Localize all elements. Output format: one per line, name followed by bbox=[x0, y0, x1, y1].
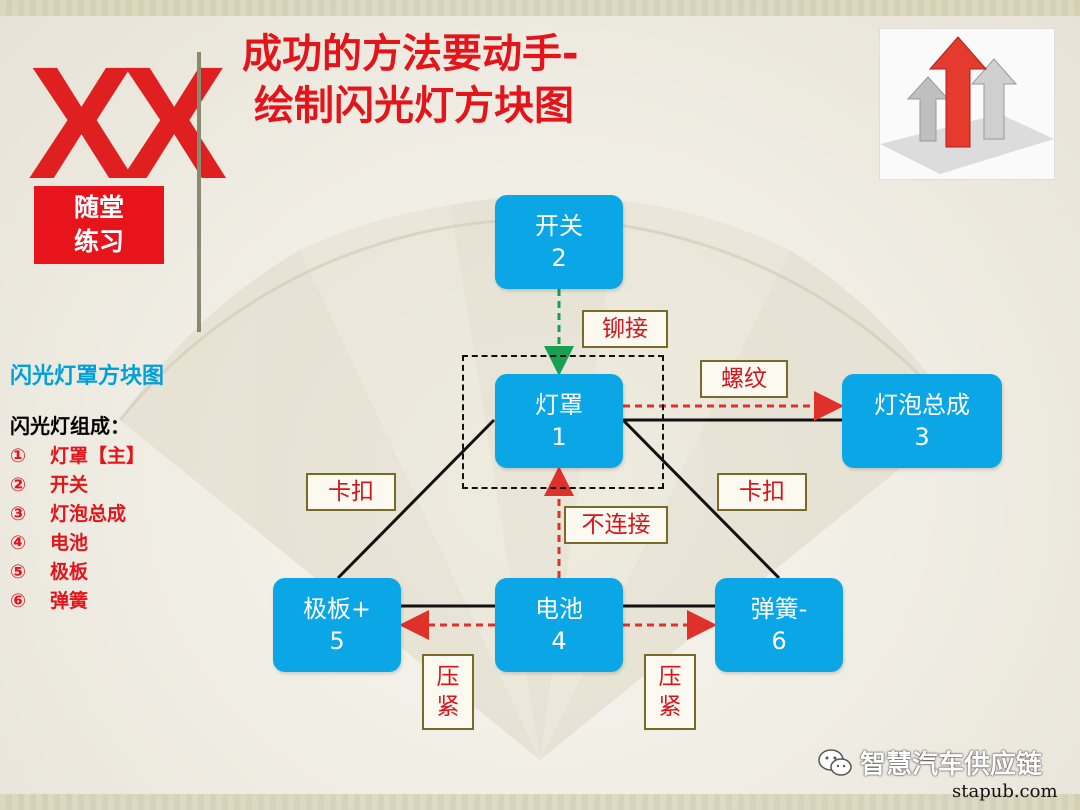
title-line-2: 绘制闪光灯方块图 bbox=[254, 83, 574, 129]
node-battery: 电池 4 bbox=[495, 578, 623, 672]
node-spring: 弹簧- 6 bbox=[715, 578, 843, 672]
node-lampshade: 灯罩 1 bbox=[495, 374, 623, 468]
arrows-icon bbox=[880, 29, 1054, 179]
lampshade-focus-box bbox=[462, 355, 664, 489]
bottom-border bbox=[0, 794, 1080, 810]
title-line-1: 成功的方法要动手- bbox=[242, 31, 579, 77]
badge-line-1: 随堂 bbox=[73, 193, 124, 222]
edge-lampshade-plate bbox=[336, 418, 496, 580]
diagram-subtitle: 闪光灯罩方块图 bbox=[10, 364, 165, 389]
label-no-connect: 不连接 bbox=[564, 506, 668, 544]
top-border bbox=[0, 0, 1080, 16]
watermark: 智慧汽车供应链 bbox=[818, 744, 1042, 781]
growth-arrows-image bbox=[880, 29, 1054, 179]
logo-xx: XX bbox=[28, 33, 227, 212]
node-bulb-assembly: 灯泡总成 3 bbox=[842, 374, 1002, 468]
watermark-text: 智慧汽车供应链 bbox=[860, 750, 1043, 780]
wechat-icon bbox=[818, 748, 852, 776]
node-switch: 开关 2 bbox=[495, 195, 623, 289]
site-url: stapub.com bbox=[952, 781, 1058, 802]
slide-title: 成功的方法要动手- 绘制闪光灯方块图 bbox=[242, 28, 662, 132]
badge-line-2: 练习 bbox=[73, 227, 124, 256]
components-title: 闪光灯组成： bbox=[10, 414, 130, 438]
label-clip-left: 卡扣 bbox=[306, 473, 396, 511]
vertical-divider bbox=[197, 52, 201, 332]
label-rivet: 铆接 bbox=[582, 310, 668, 348]
label-clip-right: 卡扣 bbox=[717, 473, 807, 511]
edge-lampshade-spring bbox=[621, 418, 781, 580]
node-plate: 极板+ 5 bbox=[273, 578, 401, 672]
label-press-left: 压 紧 bbox=[422, 654, 474, 730]
practice-badge: 随堂 练习 bbox=[34, 186, 164, 264]
label-press-right: 压 紧 bbox=[644, 654, 696, 730]
label-thread: 螺纹 bbox=[700, 360, 788, 398]
